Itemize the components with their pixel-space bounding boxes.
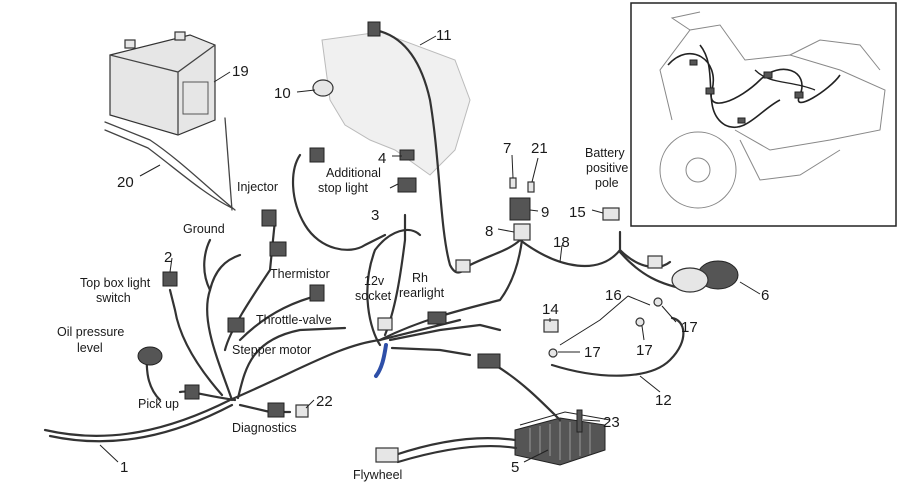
callout-14: 14 xyxy=(542,301,559,318)
washer-17a xyxy=(653,297,663,307)
component-labels: Injector Additional stop light Ground Th… xyxy=(57,146,628,482)
callout-17-c: 17 xyxy=(584,344,601,361)
rear-mudguard-ghost xyxy=(321,31,471,176)
leader-lines xyxy=(99,35,761,463)
label-thermistor: Thermistor xyxy=(270,267,330,281)
inset-scooter-view xyxy=(630,2,897,227)
part-3-relay xyxy=(397,177,417,193)
callout-1: 1 xyxy=(120,459,128,476)
label-flywheel: Flywheel xyxy=(353,468,402,482)
label-battery-pole-2: positive xyxy=(586,161,628,175)
label-top-box-light-2: switch xyxy=(96,291,131,305)
callout-7: 7 xyxy=(503,140,511,157)
rearlight-connector xyxy=(427,311,447,325)
scooter-sketch xyxy=(659,11,886,209)
label-additional-stop-light-2: stop light xyxy=(318,181,369,195)
label-battery-pole-3: pole xyxy=(595,176,619,190)
label-diagnostics: Diagnostics xyxy=(232,421,297,435)
callout-19: 19 xyxy=(232,63,249,80)
label-additional-stop-light-1: Additional xyxy=(326,166,381,180)
topbox-switch xyxy=(162,271,178,287)
flywheel-connector xyxy=(375,447,399,463)
part-10 xyxy=(312,79,334,97)
label-socket-1: 12v xyxy=(364,274,385,288)
stop-light-connector xyxy=(309,147,325,163)
socket-connector xyxy=(377,317,393,331)
battery-cable xyxy=(104,117,236,211)
callout-18: 18 xyxy=(553,234,570,251)
voltage-regulator xyxy=(514,411,611,466)
oil-pressure-sensor xyxy=(137,346,163,366)
label-rh-rearlight-1: Rh xyxy=(412,271,428,285)
battery xyxy=(109,31,216,136)
regulator-connector xyxy=(477,353,501,369)
battery-positive-cable xyxy=(550,316,685,377)
throttle-connector xyxy=(309,284,325,302)
rear-connector-a xyxy=(455,259,471,273)
label-injector: Injector xyxy=(237,180,278,194)
callout-11: 11 xyxy=(436,27,452,44)
callout-9: 9 xyxy=(541,204,549,221)
thermistor-connector xyxy=(269,241,287,257)
callout-4: 4 xyxy=(378,150,386,167)
callout-16: 16 xyxy=(605,287,622,304)
callout-23: 23 xyxy=(603,414,620,431)
callouts: 1 2 3 4 5 6 7 8 9 10 11 12 14 15 16 17 1… xyxy=(117,27,769,476)
callout-10: 10 xyxy=(274,85,291,102)
flywheel-cable-2 xyxy=(396,445,518,464)
label-throttle-valve: Throttle-valve xyxy=(256,313,332,327)
callout-8: 8 xyxy=(485,223,493,240)
washer-17b xyxy=(635,317,645,327)
callout-15: 15 xyxy=(569,204,586,221)
label-pick-up: Pick up xyxy=(138,397,179,411)
label-rh-rearlight-2: rearlight xyxy=(399,286,445,300)
highlight-connector xyxy=(374,343,388,378)
callout-6: 6 xyxy=(761,287,769,304)
connector-8 xyxy=(513,223,531,241)
callout-12: 12 xyxy=(655,392,672,409)
pickup-connector xyxy=(184,384,200,400)
bolt-23 xyxy=(576,409,583,433)
part-11-connector xyxy=(367,21,381,37)
connector-9 xyxy=(509,197,531,221)
main-harness xyxy=(43,28,524,443)
part-7 xyxy=(509,177,517,189)
callout-20: 20 xyxy=(117,174,134,191)
callout-21: 21 xyxy=(531,140,548,157)
starter-relay xyxy=(671,260,739,293)
callout-3: 3 xyxy=(371,207,379,224)
callout-17-b: 17 xyxy=(636,342,653,359)
callout-2: 2 xyxy=(164,249,172,266)
diagnostics-connector xyxy=(267,402,285,418)
label-battery-pole-1: Battery xyxy=(585,146,625,160)
injector-connector xyxy=(261,209,277,227)
stepper-connector xyxy=(227,317,245,333)
label-ground: Ground xyxy=(183,222,225,236)
flywheel-cable xyxy=(393,437,517,457)
label-oil-pressure-1: Oil pressure xyxy=(57,325,124,339)
part-4-relay xyxy=(399,149,415,161)
washer-17c xyxy=(548,348,558,358)
label-socket-2: socket xyxy=(355,289,392,303)
label-oil-pressure-2: level xyxy=(77,341,103,355)
label-top-box-light-1: Top box light xyxy=(80,276,151,290)
regulator-cable xyxy=(493,363,562,422)
part-21 xyxy=(527,181,535,193)
part-22 xyxy=(295,404,309,418)
part-14 xyxy=(543,319,559,333)
callout-17-a: 17 xyxy=(681,319,698,336)
label-stepper-motor: Stepper motor xyxy=(232,343,311,357)
callout-22: 22 xyxy=(316,393,333,410)
rear-connector-b xyxy=(647,255,663,269)
part-15 xyxy=(602,207,620,221)
callout-5: 5 xyxy=(511,459,519,476)
